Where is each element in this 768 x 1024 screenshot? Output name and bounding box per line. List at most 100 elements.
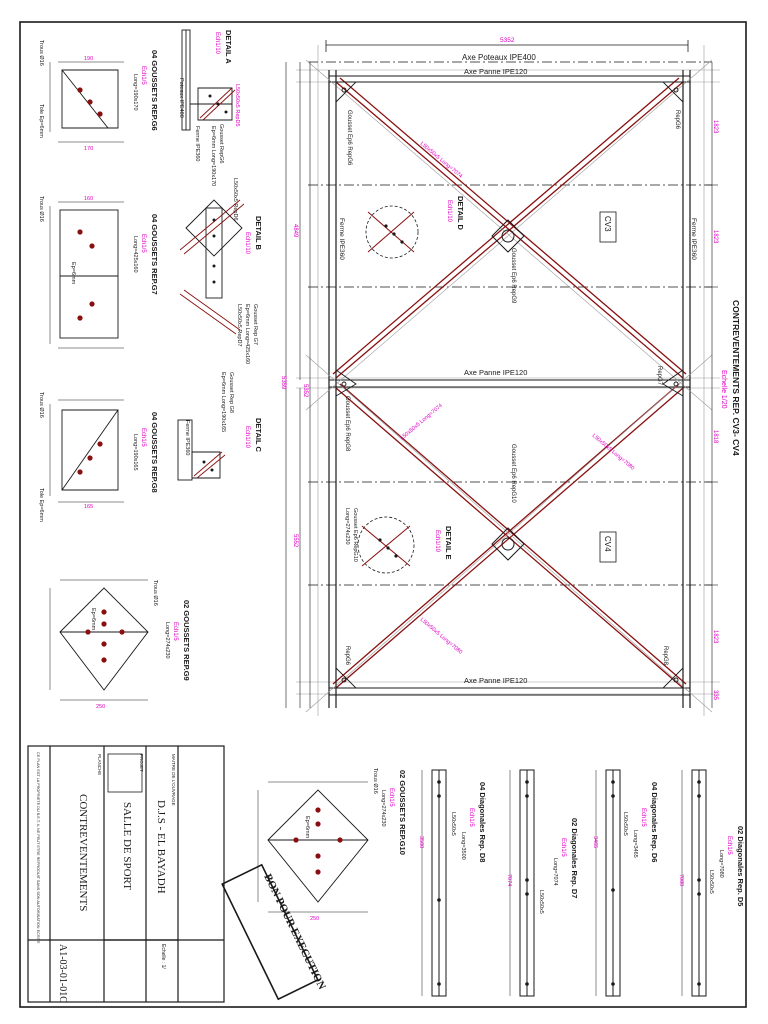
gusset-g6-title: 04 GOUSSETS REP.G6 — [150, 50, 159, 131]
title-block-fineprint: CE PLAN EST LA PROPRIETE DU B.E.T. IL NE… — [36, 752, 40, 944]
gusset-g6-long: Long=190x170 — [132, 74, 138, 111]
detail-sketches — [177, 29, 245, 481]
detail-b-line-1: L50x50x5 RepD6 — [232, 178, 238, 221]
diagonal-d5-scale: Ech1/5 — [726, 836, 732, 855]
dim-overall-top: 5352 — [500, 37, 515, 44]
gusset-g9-scale: Ech1/5 — [172, 622, 178, 641]
sheet-border — [19, 21, 747, 1008]
diag-label-4: L50x50x5 Long=7080 — [591, 433, 636, 472]
gusset-g10-note: Trous Ø16 — [372, 768, 378, 794]
detail-d-title: DETAIL D — [456, 196, 465, 230]
gusset-plates — [59, 69, 369, 903]
gusset-g6-scale: Ech1/5 — [140, 66, 146, 85]
diagonal-d6-scale: Ech1/5 — [640, 808, 646, 827]
panel-tag-cv4-label: CV4 — [603, 536, 612, 552]
gusset-g7-dim-1: 160 — [84, 196, 93, 202]
detail-a-scale: Ech1/10 — [214, 32, 220, 55]
detail-d-scale: Ech1/10 — [446, 200, 452, 223]
diagonal-d6-dim: 3465 — [592, 836, 598, 848]
diagonal-d7-scale: Ech1/5 — [560, 838, 566, 857]
detail-a-title: DETAIL A — [224, 30, 233, 64]
panel-tag-cv3 — [599, 211, 617, 243]
rep-tag-4: RepG8 — [662, 646, 668, 666]
diagonal-d7-dim: 7074 — [506, 874, 512, 886]
rep-tag-2: RepG7 — [656, 366, 662, 386]
diagonal-d5-dim: 7080 — [678, 874, 684, 886]
dim-right-4: 1823 — [712, 630, 718, 644]
gusset-g10-title: 02 GOUSSETS REP.G10 — [398, 770, 407, 855]
detail-e-line-1: Gousset Ep6 RepG10 — [352, 508, 358, 562]
diag-label-2: L50x50x5 Long=7074 — [399, 403, 444, 442]
diagonal-d8-title: 04 Diagonales Rep. D8 — [478, 782, 487, 862]
diag-label-1: L50x50x5 Long=7074 — [419, 141, 464, 180]
title-block-maitre-value: D.J.S - EL BAYADH — [155, 800, 167, 894]
detail-b-line-3: Gousset Rep G7 — [252, 304, 258, 345]
title-block-plan-value: CONTREVENTEMENTS — [77, 794, 89, 911]
panel-tag-cv3-label: CV3 — [603, 216, 612, 232]
gusset-g8-tole: Tole Ep=6mm — [38, 488, 44, 522]
detail-a-line-6: Ep=6mm Long=190x170 — [210, 126, 216, 186]
detail-a-line-1: Poteaux IPE400 — [178, 78, 184, 118]
dim-right-3: 1818 — [712, 430, 718, 444]
gusset-g10-scale: Ech1/5 — [388, 788, 394, 807]
dim-left-2: 5552 — [292, 534, 298, 548]
title-block-echelle: Echelle : 1/ — [160, 944, 166, 969]
diagonal-holes — [437, 780, 701, 986]
gusset-g7-long: Long=425x160 — [132, 236, 138, 273]
diagonal-d6-profile: L50x50x5 — [622, 812, 628, 836]
gusset-g8-long: Long=190x165 — [132, 434, 138, 471]
gusset-holes — [77, 87, 343, 875]
gusset-g9-long: Long=274x230 — [164, 622, 170, 659]
gusset-label-g9: Gousset Ep6 RepG9 — [510, 248, 516, 304]
axis-poteaux-label: Axe Poteaux IPE400 — [462, 53, 536, 62]
rep-tag-3: RepG6 — [344, 646, 350, 666]
diagonal-d5-long: Long=7080 — [718, 850, 724, 878]
gusset-g9-dim-1: 250 — [96, 704, 105, 710]
diagonal-d8-profile: L50x50x5 — [450, 812, 456, 836]
gusset-g6-dim-3: 170 — [84, 146, 93, 152]
diagonal-d8-scale: Ech1/5 — [468, 808, 474, 827]
detail-a-line-3: L50x50x5 RepD5 — [234, 84, 240, 127]
diagonal-members — [431, 769, 707, 997]
dim-right-5: 335 — [712, 690, 718, 701]
diagonal-d6-title: 04 Diagonales Rep. D6 — [650, 782, 659, 862]
axis-panne-bottom-label: Axe Panne IPE120 — [464, 676, 527, 685]
gusset-g7-note: Trous Ø16 — [38, 196, 44, 222]
title-block — [27, 745, 225, 1003]
gusset-g7-tole: Ep=6mm — [70, 262, 76, 285]
detail-c-line-2: Ep=6mm Long=190x165 — [220, 372, 226, 432]
gusset-g8-note: Trous Ø16 — [38, 392, 44, 418]
title-block-plan-label: PLANCHE — [97, 754, 102, 775]
diagonal-d8-long: Long=3500 — [460, 832, 466, 860]
gusset-g9-note: Trous Ø16 — [152, 580, 158, 606]
dim-left-3: 5359 — [280, 376, 286, 390]
dim-left-1: 4849 — [292, 224, 298, 238]
main-elevation — [285, 40, 720, 716]
gusset-label-g6: Gousset Ep6 RepG6 — [346, 110, 352, 166]
elevation-title: CONTREVENTEMENTS REP. CV3- CV4 — [731, 300, 741, 456]
diagonal-d7-profile: L50x50x5 — [538, 890, 544, 914]
gusset-g8-dim-1: 165 — [84, 504, 93, 510]
gusset-g10-long: Long=274x230 — [380, 790, 386, 827]
panel-tag-cv4 — [599, 531, 617, 563]
title-block-projet-label: PROJET — [139, 754, 144, 772]
detail-c-scale: Ech1/10 — [244, 426, 250, 449]
diagonal-d5-title: 02 Diagonales Rep. D5 — [736, 826, 745, 906]
diag-label-3: L50x50x5 Long=7080 — [419, 617, 464, 656]
stamp-text: BON POUR EXECUTION — [261, 872, 328, 992]
gusset-g6-dim-1: 190 — [84, 56, 93, 62]
gusset-g7-scale: Ech1/5 — [140, 234, 146, 253]
detail-a-line-2: Ferme IPE360 — [194, 126, 200, 161]
title-block-maitre-label: MAITRE DE L'OUVRAGE — [171, 754, 176, 806]
dim-overall-left: 5352 — [302, 384, 308, 398]
diagonal-d8-dim: 3500 — [418, 836, 424, 848]
diagonal-d6-long: Long=3465 — [632, 830, 638, 858]
gusset-label-g8: Gousset Ep6 RepG8 — [344, 396, 350, 452]
gusset-g10-dim-1: 250 — [310, 916, 319, 922]
gusset-g6-note: Trous Ø16 — [38, 40, 44, 66]
detail-c-line-1: Gousset Rep G8 — [228, 372, 234, 413]
gusset-g6-tole: Tole Ep=6mm — [38, 104, 44, 138]
detail-e-line-2: Long=274x230 — [344, 508, 350, 545]
diagonal-d7-title: 02 Diagonales Rep. D7 — [570, 818, 579, 898]
